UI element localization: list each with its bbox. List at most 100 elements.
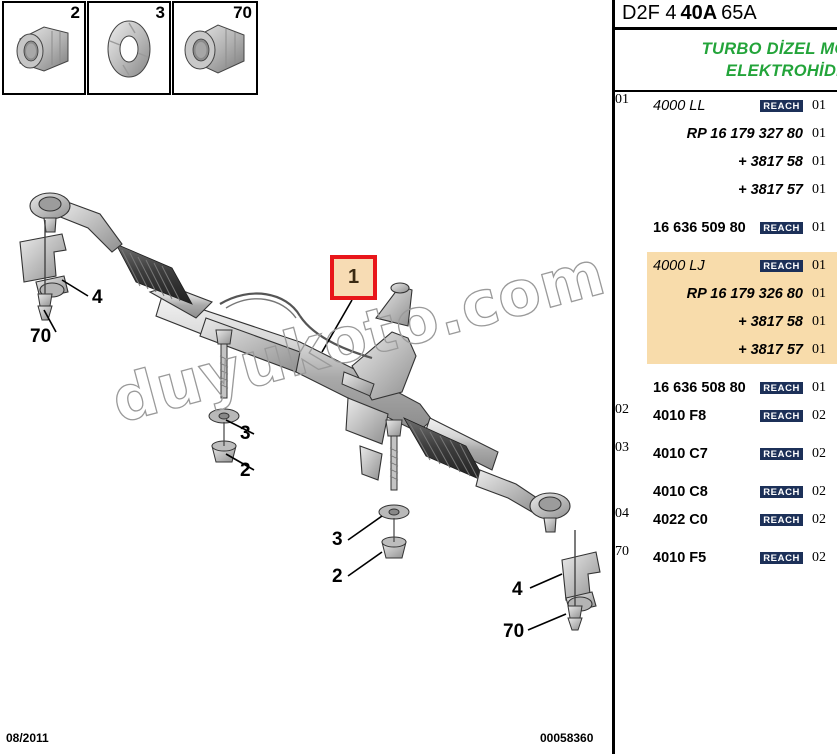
block-spacer <box>807 534 837 544</box>
block-spacer <box>647 534 807 544</box>
part-reference-row[interactable]: RP 16 179 327 80 <box>647 120 807 148</box>
reference-block[interactable]: 16 636 508 80 REACH <box>647 374 807 402</box>
part-quantity: 01 <box>812 220 826 235</box>
group-index-03: 03 <box>615 440 629 455</box>
steering-rack-drawing <box>19 192 601 631</box>
panel-title-suffix: 65A <box>721 2 757 24</box>
detail-inset-3: 3 <box>87 1 171 95</box>
part-number: 16 636 508 80 <box>653 380 746 396</box>
detail-inset-70: 70 <box>172 1 258 95</box>
reach-badge: REACH <box>760 259 803 273</box>
part-number: + 3817 57 <box>738 342 803 358</box>
table-row: 03 4010 C7 REACH 4010 C8 REACH 02 02 <box>615 440 837 506</box>
group-quantities: 02 <box>807 402 837 440</box>
footer-code: 00058360 <box>540 731 594 745</box>
reach-badge: REACH <box>760 447 803 461</box>
callout-3-upper: 3 <box>240 423 251 444</box>
reach-badge: REACH <box>760 381 803 395</box>
part-number: RP 16 179 326 80 <box>686 286 803 302</box>
panel-subtitle-line-2: ELEKTROHİDROLİK <box>725 62 837 80</box>
quantity-block: 01 <box>807 214 837 242</box>
group-quantities: 02 02 <box>807 440 837 506</box>
part-number: 16 636 509 80 <box>653 220 746 236</box>
part-quantity: 01 <box>812 380 826 395</box>
part-number: 4010 F5 <box>653 550 707 566</box>
block-spacer <box>647 242 807 252</box>
reference-block[interactable]: 4010 C8 REACH <box>647 478 807 506</box>
part-reference-row[interactable]: + 3817 58 <box>647 308 807 336</box>
callout-2-lower: 2 <box>332 566 343 587</box>
group-quantities: 02 <box>807 544 837 582</box>
quantity-block: 02 <box>807 478 837 506</box>
part-quantity: 01 <box>812 98 826 113</box>
detail-inset-2: 2 <box>2 1 86 95</box>
part-reference-row[interactable]: 4010 C8 REACH <box>647 478 807 506</box>
panel-title-prefix: D2F 4 <box>622 2 677 24</box>
quantity-block: 01 <box>807 374 837 402</box>
part-reference-row[interactable]: RP 16 179 326 80 <box>647 280 807 308</box>
part-number: 4010 C8 <box>653 484 708 500</box>
panel-subtitle-line-1: TURBO DİZEL MOTOR <box>701 39 837 58</box>
part-quantity: 01 <box>812 182 826 197</box>
quantity-block: 02 <box>807 544 837 572</box>
callout-4-right: 4 <box>512 579 523 600</box>
part-reference-row[interactable]: 16 636 508 80 REACH <box>647 374 807 402</box>
part-quantity: 02 <box>812 408 826 423</box>
parts-panel: D2F 4 40A 65A TURBO DİZEL MOTOR ELEKTROH… <box>612 0 837 754</box>
reference-block[interactable]: 16 636 509 80 REACH <box>647 214 807 242</box>
group-quantities: 02 <box>807 506 837 544</box>
callout-2-upper: 2 <box>240 460 251 481</box>
part-quantity: 01 <box>812 126 826 141</box>
callout-1-highlight[interactable]: 1 <box>330 255 377 300</box>
reach-badge: REACH <box>760 409 803 423</box>
part-number: 4022 C0 <box>653 512 708 528</box>
callout-1-label: 1 <box>347 266 360 288</box>
reach-badge: REACH <box>760 485 803 499</box>
part-number: 4010 C7 <box>653 446 708 462</box>
part-quantity: 01 <box>812 286 826 301</box>
part-reference-row[interactable]: 16 636 509 80 REACH <box>647 214 807 242</box>
block-spacer <box>647 364 807 374</box>
part-reference-row[interactable]: + 3817 57 <box>647 176 807 204</box>
part-reference-row[interactable]: 4010 C7 REACH <box>647 440 807 468</box>
reach-badge: REACH <box>760 221 803 235</box>
part-reference-row[interactable]: + 3817 57 <box>647 336 807 364</box>
block-spacer <box>647 204 807 214</box>
quantity-block: 02 <box>807 402 837 430</box>
part-number: RP 16 179 327 80 <box>686 126 803 142</box>
reach-badge: REACH <box>760 99 803 113</box>
callout-4-left: 4 <box>92 287 103 308</box>
callout-70-left: 70 <box>30 326 52 347</box>
part-quantity: 02 <box>812 446 826 461</box>
part-quantity: 01 <box>812 258 826 273</box>
part-reference-row[interactable]: + 3817 58 <box>647 148 807 176</box>
part-number: + 3817 57 <box>738 182 803 198</box>
part-quantity: 01 <box>812 154 826 169</box>
detail-insets: 2 <box>2 1 259 95</box>
bushing-icon <box>16 26 69 72</box>
reference-block[interactable]: 4010 C7 REACH <box>647 440 807 468</box>
part-quantity: 01 <box>812 342 826 357</box>
detail-inset-3-label: 3 <box>155 3 165 22</box>
part-quantity: 02 <box>812 512 826 527</box>
detail-inset-70-label: 70 <box>233 3 252 22</box>
block-spacer <box>647 572 807 582</box>
